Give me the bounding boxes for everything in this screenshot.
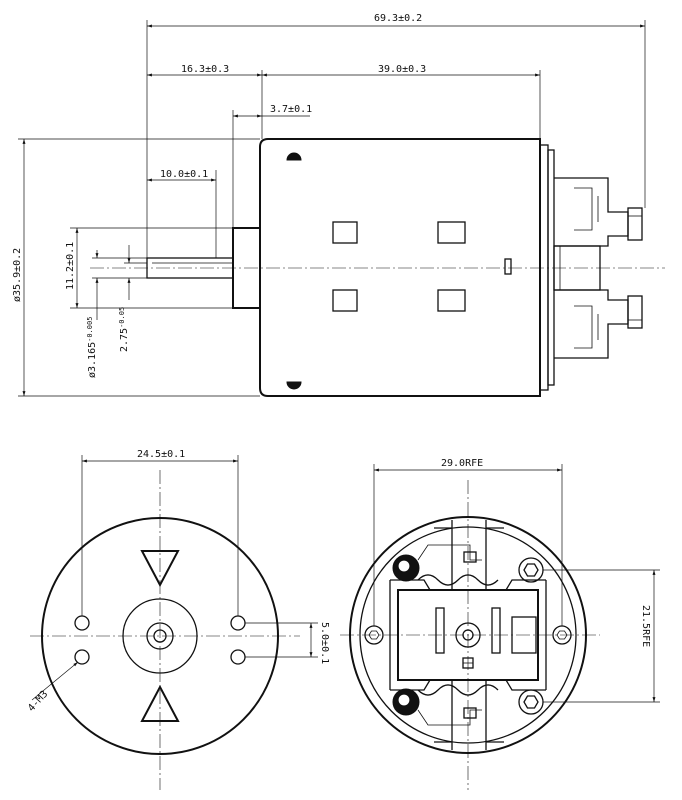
body-window-2 (437, 221, 466, 244)
dim-overall-length: 69.3±0.2 (374, 13, 422, 24)
vent-triangle-top (140, 550, 180, 588)
shaft-end (153, 629, 167, 643)
end-cap-flange-2 (547, 149, 555, 386)
front-view: 24.5±0.1 5.0±0.1 4-M3 (26, 449, 330, 790)
mount-hole-4 (230, 649, 246, 665)
body-slot (504, 258, 512, 275)
dim-boss-diameter: 11.2±0.1 (65, 242, 76, 290)
end-cap-flange-1 (539, 144, 549, 391)
screw-hole-callout: 4-M3 (26, 689, 50, 714)
body-window-3 (332, 289, 358, 312)
body-mark-bottom (286, 381, 302, 390)
vent-triangle-bottom (140, 684, 180, 722)
rear-bushing (455, 622, 481, 648)
brush-holder-frame (397, 589, 539, 681)
dim-shaft-diameter: ø3.165-0.005 (86, 317, 98, 378)
mount-hole-2 (74, 649, 90, 665)
shaft (146, 257, 234, 279)
dim-body-diameter: ø35.9±0.2 (12, 248, 23, 302)
front-boss-circle (122, 598, 198, 674)
dim-flat-height: 2.75-0.05 (118, 307, 130, 352)
dim-hole-spacing: 24.5±0.1 (137, 449, 185, 460)
dim-boss-length: 3.7±0.1 (270, 104, 312, 115)
brush-right (491, 607, 501, 654)
body-window-4 (437, 289, 466, 312)
hex-nut-top (518, 557, 544, 583)
mount-hole-1 (74, 615, 90, 631)
front-body-circle (41, 517, 279, 755)
rear-cap-circle (359, 526, 577, 744)
capacitor (511, 616, 537, 654)
dim-front-length: 16.3±0.3 (181, 64, 229, 75)
dim-rear-height: 21.5RFE (640, 605, 651, 647)
shaft-bushing (146, 622, 174, 650)
dim-body-length: 39.0±0.3 (378, 64, 426, 75)
mount-hole-3 (230, 615, 246, 631)
dim-rear-width: 29.0RFE (441, 458, 483, 469)
hex-nut-bottom (518, 689, 544, 715)
side-view: 69.3±0.2 16.3±0.3 39.0±0.3 3.7±0.1 10.0±… (12, 13, 665, 397)
dim-hole-pitch: 5.0±0.1 (319, 622, 330, 664)
body-mark-top (286, 152, 302, 161)
dim-shaft-length: 10.0±0.1 (160, 169, 208, 180)
rear-view: 29.0RFE 21.5RFE (340, 458, 660, 790)
brush-left (435, 607, 445, 654)
body-window-1 (332, 221, 358, 244)
motor-body (259, 138, 541, 397)
rear-body-circle (349, 516, 587, 754)
